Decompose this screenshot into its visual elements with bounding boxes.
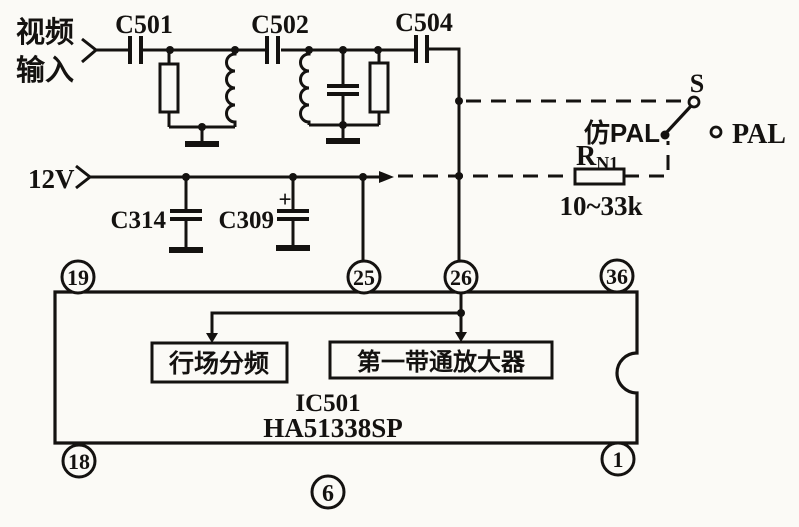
- capacitor-c314: C314: [110, 177, 203, 253]
- ic-ref: IC501: [295, 390, 360, 417]
- label-c504: C504: [395, 8, 453, 37]
- contact-open: [709, 125, 723, 139]
- pin-1: 1: [613, 447, 624, 472]
- pin-36: 36: [606, 264, 628, 289]
- rail-junctions: [166, 46, 382, 54]
- ic-part-number: HA51338SP: [263, 413, 403, 443]
- signal-rail: [95, 47, 461, 261]
- switch-name: S: [690, 69, 704, 98]
- label-c309: C309: [218, 207, 274, 234]
- capacitor-c502: C502: [251, 10, 309, 64]
- resistor-rn: RN1 10~33k: [559, 141, 642, 221]
- label-fang-pal: 仿PAL: [584, 118, 660, 148]
- inductor-2: [299, 50, 311, 125]
- capacitor-c504: C504: [395, 8, 453, 63]
- capacitor-c309: + C309: [218, 177, 310, 251]
- ic-pins-bottom: 18 1: [61, 441, 636, 479]
- ic-pins-top: 19 25 26 36: [60, 258, 635, 295]
- block-bandpass-amp: [328, 340, 554, 380]
- switch-lever: [664, 104, 693, 135]
- figure-number-text: 6: [322, 481, 334, 507]
- arrowhead-right-icon: [379, 171, 394, 183]
- pin-25: 25: [353, 265, 375, 290]
- supply-rail: 12V: [28, 164, 394, 261]
- polarity-plus: +: [278, 187, 291, 212]
- dashed-links: [398, 99, 684, 178]
- dashed-rn-to-contact: [624, 141, 670, 178]
- switch-pole: [687, 95, 701, 109]
- switch-s: S 仿PAL PAL: [584, 69, 786, 150]
- label-pal: PAL: [732, 119, 786, 150]
- figure-number: 6: [310, 474, 346, 510]
- block-sync-divider-label: 行场分频: [168, 350, 269, 378]
- capacitor-c501: C501: [115, 10, 173, 64]
- arrowhead-down-icon: [455, 332, 467, 342]
- tank-circuit-1: [158, 50, 237, 147]
- rn-value: 10~33k: [559, 191, 642, 221]
- label-c314: C314: [110, 207, 166, 234]
- video-input-port: 视频 输入: [16, 16, 99, 87]
- input-chevron-icon: [81, 37, 99, 64]
- label-c502: C502: [251, 10, 309, 39]
- ground-icon: [276, 245, 310, 251]
- pin-26: 26: [450, 265, 472, 290]
- label-c501: C501: [115, 10, 173, 39]
- arrowhead-down-icon: [206, 333, 218, 343]
- pin-19: 19: [67, 265, 89, 290]
- video-input-label-line2: 输入: [16, 53, 74, 87]
- inductor-1: [225, 50, 237, 127]
- block-bandpass-amp-label: 第一带通放大器: [357, 348, 526, 376]
- supply-label: 12V: [28, 164, 75, 194]
- ground-icon: [326, 138, 360, 144]
- ground-icon: [169, 247, 203, 253]
- pin-18: 18: [68, 449, 90, 474]
- block-sync-divider: [150, 341, 289, 384]
- video-input-label-line1: 视频: [16, 16, 74, 49]
- ground-icon: [185, 141, 219, 147]
- label-rn: RN1: [576, 141, 618, 173]
- contact-closed: [660, 130, 670, 140]
- supply-chevron-icon: [75, 164, 93, 190]
- resistor-1: [158, 62, 180, 114]
- tank-circuit-2: [299, 50, 390, 144]
- resistor-2: [368, 61, 390, 114]
- ic501: 行场分频 第一带通放大器 IC501 HA51338SP 19 25 26 36…: [53, 258, 639, 479]
